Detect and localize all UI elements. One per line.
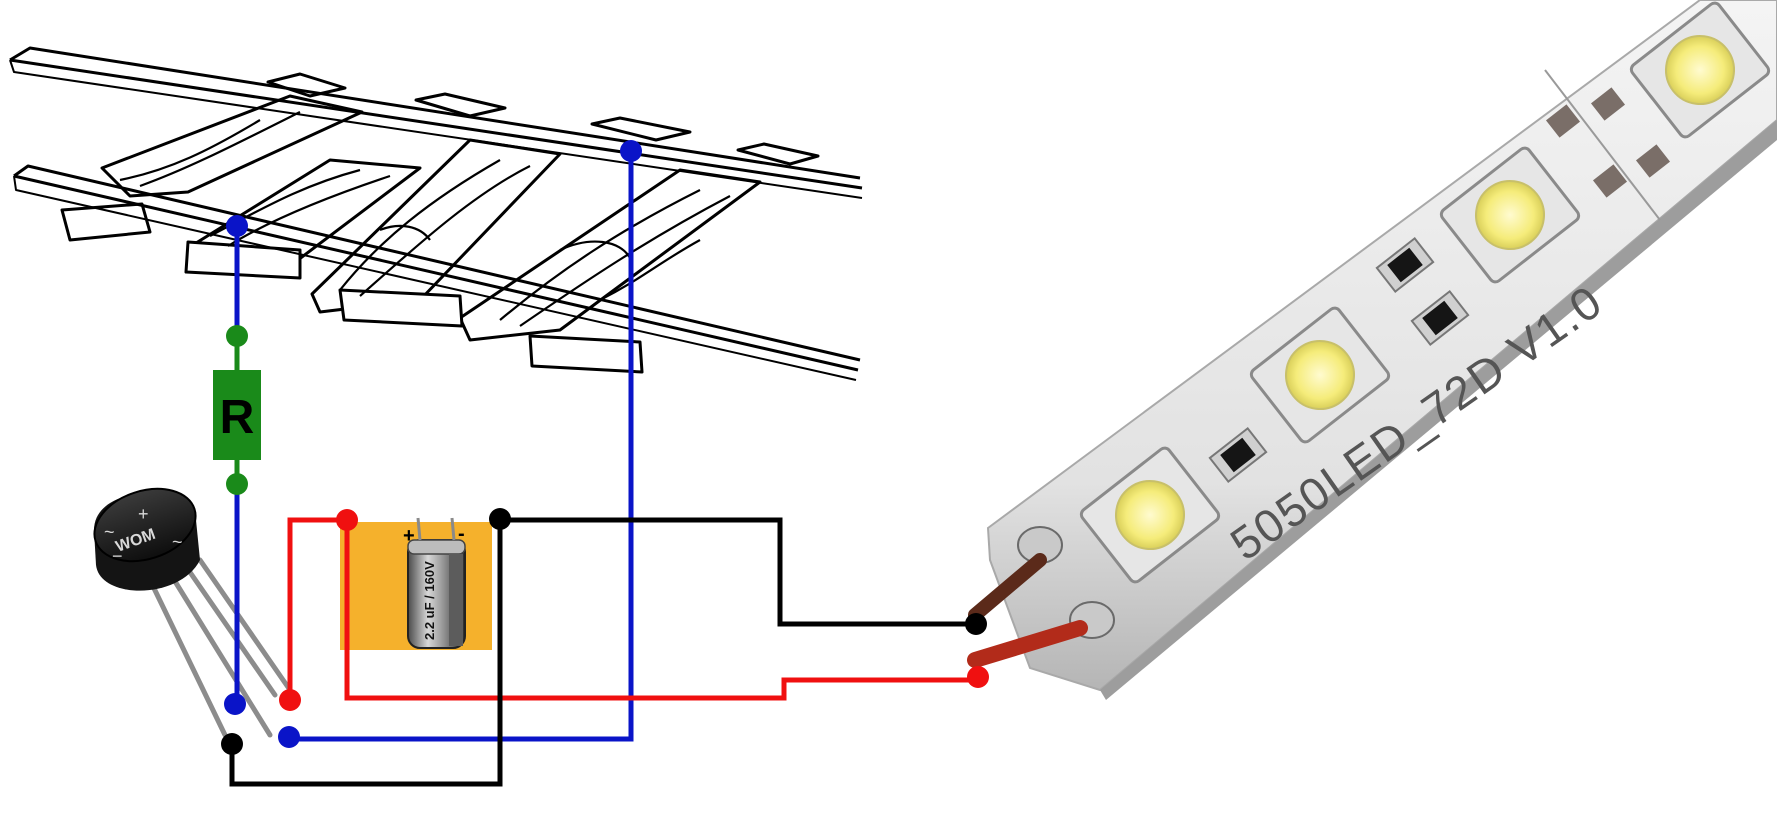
led-chip-1 [1079, 446, 1221, 584]
resistor-node-top [226, 325, 248, 347]
bridge-plus: + [138, 504, 149, 524]
smd-resistor-2 [1375, 237, 1435, 293]
resistor: R [213, 325, 261, 495]
railway-track-illustration [9, 46, 863, 381]
capacitor-label: 2.2 uF / 160V [422, 561, 437, 640]
black-node-bridge-minus [221, 733, 243, 755]
black-wire-bridge-cap [229, 520, 503, 787]
red-node-bridge-plus [279, 689, 301, 711]
red-node-strip-plus [967, 666, 989, 688]
capacitor-minus: - [458, 523, 465, 545]
junctions [221, 140, 989, 755]
led-chip-4 [1629, 1, 1771, 139]
blue-wire-rail2-bridge [289, 151, 634, 742]
capacitor: + - 2.2 uF / 160V [340, 517, 492, 650]
cut-pads [1545, 87, 1671, 198]
blue-node-bridge-ac1 [224, 693, 246, 715]
strip-leads [967, 553, 1088, 668]
resistor-label: R [220, 391, 255, 444]
blue-node-bridge-ac2 [278, 726, 300, 748]
wires [229, 151, 978, 787]
bridge-minus: − [112, 546, 123, 566]
bridge-tilde-right: ~ [172, 532, 183, 552]
bridge-legs [147, 557, 293, 738]
resistor-body [213, 370, 261, 460]
capacitor-plus: + [403, 525, 415, 547]
red-node-cap-plus [336, 509, 358, 531]
black-node-strip-minus [965, 613, 987, 635]
bridge-rectifier: WOM + − ~ ~ [93, 487, 293, 738]
rails [9, 46, 863, 381]
bridge-body [93, 487, 200, 591]
led-strip: 5050LED_72D V1.0 [986, 0, 1777, 700]
bridge-tilde-left: ~ [104, 522, 115, 542]
track-sleepers [60, 72, 820, 374]
blue-node-rail2 [620, 140, 642, 162]
blue-node-rail1 [226, 215, 248, 237]
smd-resistor-1 [1208, 427, 1268, 483]
red-wire-cap-strip [344, 520, 978, 701]
resistor-node-bottom [226, 473, 248, 495]
smd-resistor-3 [1410, 290, 1470, 346]
led-chip-2 [1249, 306, 1391, 444]
black-node-cap-minus [489, 508, 511, 530]
black-wire-cap-strip [500, 517, 976, 627]
red-wire-bridge-cap [287, 517, 347, 700]
led-chip-3 [1439, 146, 1581, 284]
